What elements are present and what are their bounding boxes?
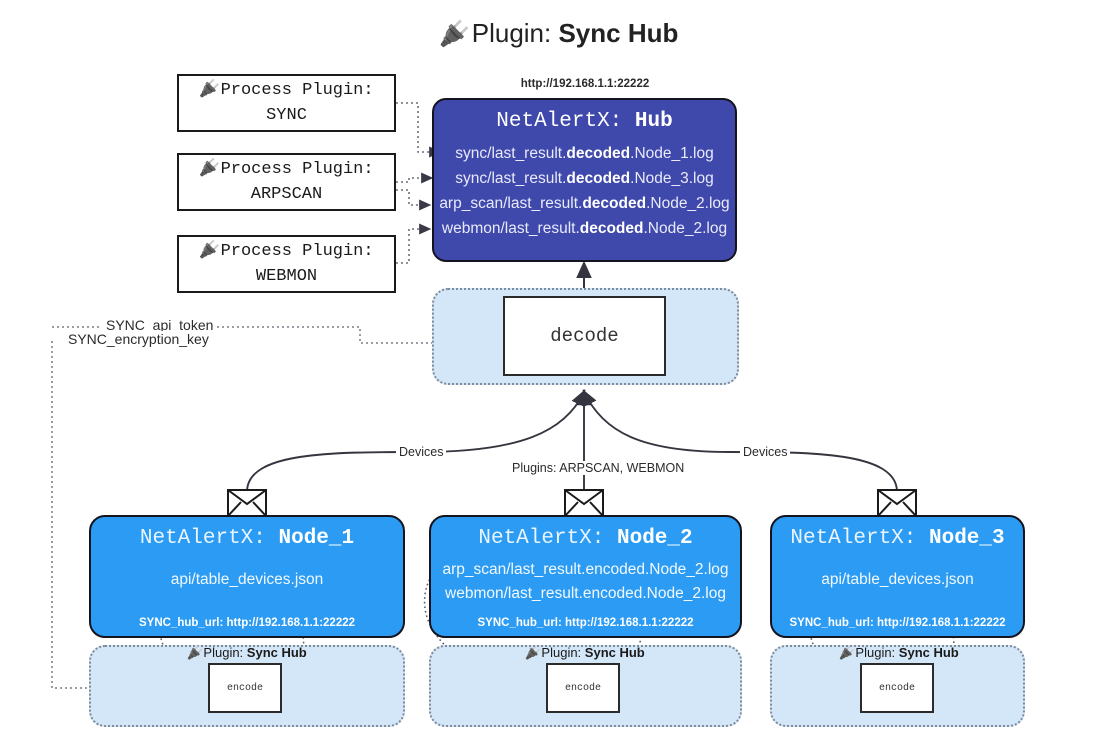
encode-label: encode: [226, 682, 263, 694]
log-post: .Node_2.log: [646, 195, 730, 213]
process-plugin-name: SYNC: [266, 106, 307, 125]
plug-icon: 🔌: [839, 645, 856, 660]
node-title: NetAlertX: Node_3: [772, 527, 1023, 550]
plug-icon: 🔌: [438, 20, 470, 48]
node-title-name: Node_3: [929, 527, 1005, 550]
encode-plugin-label-node-3: 🔌Plugin: Sync Hub: [799, 645, 999, 661]
plug-icon: 🔌: [199, 240, 221, 260]
encode-box-node-1[interactable]: encode: [208, 663, 282, 713]
process-plugin-label: Process Plugin:: [220, 242, 374, 262]
hub-title: NetAlertX: Hub: [434, 110, 735, 133]
plugin-prefix: Plugin:: [203, 645, 244, 660]
node-hub-url: SYNC_hub_url: http://192.168.1.1:22222: [138, 617, 356, 629]
hub-title-name: Hub: [634, 110, 673, 133]
log-em: decoded: [582, 195, 647, 213]
node-title: NetAlertX: Node_1: [91, 527, 403, 550]
encode-label: encode: [878, 682, 915, 694]
plugin-prefix: Plugin:: [541, 645, 582, 660]
plugin-prefix: Plugin:: [855, 645, 896, 660]
plug-icon: 🔌: [187, 645, 204, 660]
node-line: api/table_devices.json: [821, 571, 974, 588]
hub-log-row: sync/last_result.decoded.Node_1.log: [434, 141, 735, 166]
process-plugin-label: Process Plugin:: [220, 81, 374, 101]
page-title: 🔌Plugin: Sync Hub: [0, 18, 1117, 49]
envelope-icon: [227, 489, 267, 517]
sync-api-token-label: SYNC_api_token: [102, 317, 218, 333]
encode-label: encode: [564, 682, 601, 694]
encode-box-node-2[interactable]: encode: [546, 663, 620, 713]
plugin-name: Sync Hub: [246, 645, 307, 660]
plug-icon: 🔌: [199, 158, 221, 178]
encode-box-node-3[interactable]: encode: [860, 663, 934, 713]
node-card-node-1[interactable]: NetAlertX: Node_1 api/table_devices.json…: [89, 515, 405, 638]
node-line: webmon/last_result.encoded.Node_2.log: [445, 585, 726, 603]
process-plugin-sync[interactable]: 🔌Process Plugin: SYNC: [177, 74, 396, 132]
node-card-node-2[interactable]: NetAlertX: Node_2 arp_scan/last_result.e…: [429, 515, 742, 638]
hub-card[interactable]: NetAlertX: Hub sync/last_result.decoded.…: [432, 98, 737, 262]
sync-encryption-key-label: SYNC_encryption_key: [64, 331, 213, 347]
log-pre: webmon/last_result.: [441, 220, 580, 238]
node-title-prefix: NetAlertX:: [139, 527, 266, 550]
envelope-icon: [877, 489, 917, 517]
edge-label-devices-right: Devices: [740, 445, 791, 459]
log-post: .Node_3.log: [630, 170, 714, 188]
process-plugin-name: ARPSCAN: [250, 185, 323, 204]
plug-icon: 🔌: [199, 79, 221, 99]
log-pre: sync/last_result.: [455, 170, 567, 188]
decode-box[interactable]: decode: [503, 296, 666, 376]
plugin-name: Sync Hub: [898, 645, 959, 660]
node-line: arp_scan/last_result.encoded.Node_2.log: [442, 561, 729, 578]
log-em: decoded: [579, 220, 644, 238]
title-name: Sync Hub: [558, 18, 679, 48]
process-plugin-name: WEBMON: [255, 267, 318, 286]
decode-label: decode: [550, 325, 619, 347]
process-plugin-arpscan[interactable]: 🔌Process Plugin: ARPSCAN: [177, 153, 396, 211]
log-em: decoded: [566, 170, 631, 188]
process-plugin-label: Process Plugin:: [220, 160, 374, 180]
log-post: .Node_1.log: [630, 145, 714, 162]
title-prefix: Plugin:: [471, 18, 552, 48]
log-post: .Node_2.log: [643, 220, 728, 238]
hub-log-row: webmon/last_result.decoded.Node_2.log: [434, 216, 735, 241]
node-hub-url: SYNC_hub_url: http://192.168.1.1:22222: [789, 617, 1006, 629]
node-title: NetAlertX: Node_2: [431, 527, 740, 550]
envelope-icon: [564, 489, 604, 517]
node-line: api/table_devices.json: [170, 571, 324, 588]
hub-log-row: sync/last_result.decoded.Node_3.log: [434, 166, 735, 191]
log-pre: sync/last_result.: [455, 145, 567, 162]
hub-url-label: http://192.168.1.1:22222: [520, 78, 650, 90]
node-hub-url: SYNC_hub_url: http://192.168.1.1:22222: [477, 617, 694, 629]
node-card-node-3[interactable]: NetAlertX: Node_3 api/table_devices.json…: [770, 515, 1025, 638]
plug-icon: 🔌: [525, 645, 542, 660]
log-em: decoded: [566, 145, 631, 162]
node-title-prefix: NetAlertX:: [478, 527, 605, 550]
log-pre: arp_scan/last_result.: [439, 195, 583, 213]
plugin-name: Sync Hub: [584, 645, 645, 660]
edge-label-plugins: Plugins: ARPSCAN, WEBMON: [509, 461, 688, 475]
process-plugin-webmon[interactable]: 🔌Process Plugin: WEBMON: [177, 235, 396, 293]
encode-plugin-label-node-2: 🔌Plugin: Sync Hub: [485, 645, 685, 661]
node-title-name: Node_2: [617, 527, 693, 550]
node-title-prefix: NetAlertX:: [790, 527, 917, 550]
node-title-name: Node_1: [278, 527, 355, 550]
hub-title-prefix: NetAlertX:: [496, 110, 623, 133]
encode-plugin-label-node-1: 🔌Plugin: Sync Hub: [147, 645, 347, 661]
hub-log-row: arp_scan/last_result.decoded.Node_2.log: [434, 191, 735, 216]
edge-label-devices-left: Devices: [396, 445, 447, 459]
